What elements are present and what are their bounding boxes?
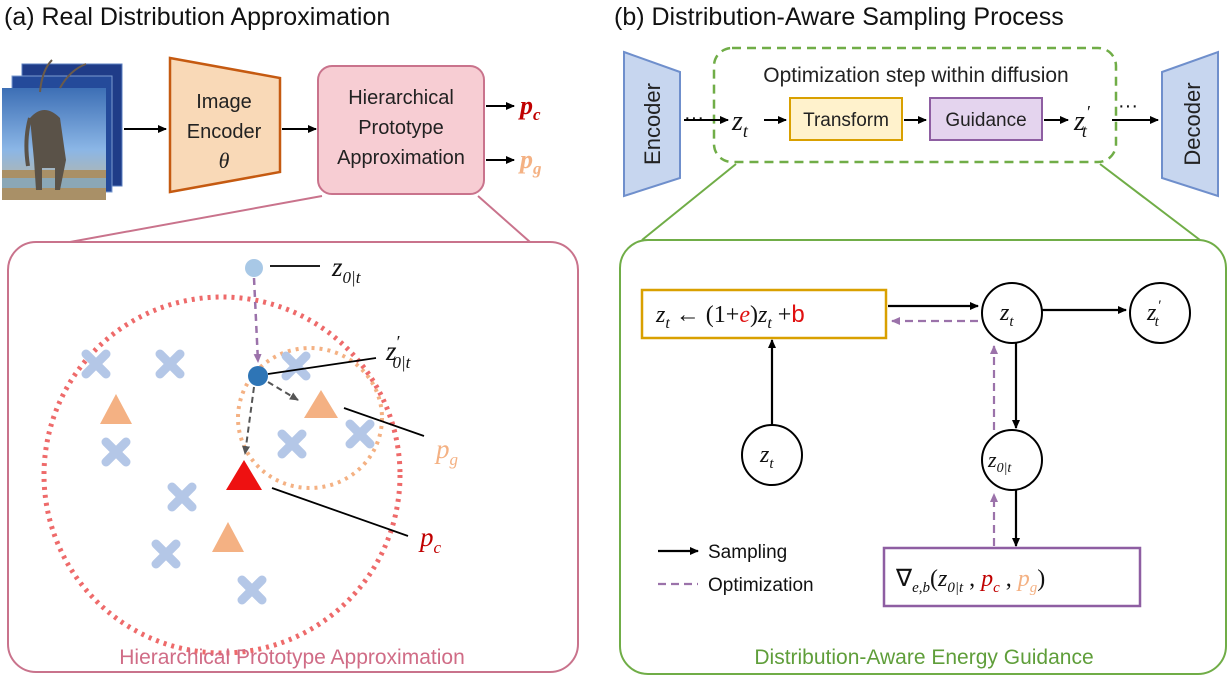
guidance-label: Guidance: [945, 110, 1026, 131]
image-encoder-block: [168, 56, 282, 194]
node-z0t-label: z0|t: [987, 447, 1012, 476]
cross-marker: [345, 419, 375, 449]
node-zt-prime: [1129, 282, 1191, 344]
zoom-line-right: [477, 195, 531, 243]
global-prototype-region: [41, 294, 403, 656]
hpa-detail-caption: Hierarchical Prototype Approximation: [119, 646, 465, 669]
guidance-block: [929, 97, 1043, 141]
legend-sampling-label: Sampling: [708, 542, 787, 563]
cross-marker: [167, 482, 197, 512]
z0t-prime-label: z′0|t: [385, 332, 412, 372]
prototype-triangle: [212, 522, 244, 552]
vae-decoder-block: [1161, 50, 1219, 198]
z0t-point: [245, 259, 263, 277]
image-encoder-label-1: Image: [196, 91, 252, 113]
transform-label: Transform: [803, 110, 889, 131]
sample-markers: [81, 349, 375, 605]
cross-marker: [237, 575, 267, 605]
legend-optimization-label: Optimization: [708, 575, 814, 596]
z0t-prime-point: [248, 366, 268, 386]
panel-a-title: (a) Real Distribution Approximation: [4, 3, 390, 31]
cross-marker: [277, 429, 307, 459]
optimization-step-caption: Optimization step within diffusion: [763, 64, 1068, 87]
transform-equation: zt ← (1+e)zt +b: [655, 301, 805, 332]
vae-encoder-label: Encoder: [640, 83, 665, 165]
node-zt-input: [741, 424, 803, 486]
cross-marker: [151, 539, 181, 569]
node-z0t: [981, 429, 1043, 491]
vae-encoder-block: [623, 50, 681, 198]
node-zt: [981, 282, 1043, 344]
prototype-triangle-pc: [226, 460, 262, 490]
input-image-stack: [2, 59, 123, 200]
cross-marker: [281, 351, 311, 381]
pg-annotation: pg: [434, 434, 458, 469]
hpa-label-3: Approximation: [337, 147, 465, 169]
cross-marker: [155, 349, 185, 379]
cross-marker: [81, 349, 111, 379]
optimization-step-box: [712, 46, 1118, 164]
cross-marker: [101, 437, 131, 467]
gradient-expression: ∇e,b(z0|t , pc , pg): [895, 566, 1045, 596]
hpa-label-1: Hierarchical: [348, 87, 454, 109]
prototype-triangle: [100, 394, 132, 424]
node-zt-prime-label: z′t: [1146, 298, 1161, 330]
panel-b-title: (b) Distribution-Aware Sampling Process: [614, 3, 1064, 31]
ellipsis-right: ···: [1118, 95, 1138, 117]
image-encoder-label-2: Encoder: [187, 121, 262, 143]
image-encoder-theta: θ: [219, 148, 230, 173]
gradient-box: [882, 546, 1142, 608]
pc-annotation: pc: [418, 522, 442, 557]
output-pc-label: pc: [518, 91, 541, 124]
prototype-triangle-pg: [304, 390, 338, 418]
hpa-detail-panel: [7, 241, 579, 673]
node-zt-input-label: zt: [759, 442, 774, 472]
node-zt-label: zt: [999, 300, 1014, 330]
zoom-line-left-b: [641, 163, 737, 241]
zoom-line-left: [69, 195, 323, 243]
ellipsis-left: ···: [684, 107, 704, 129]
hpa-label-2: Prototype: [358, 117, 444, 139]
local-prototype-region: [236, 346, 384, 490]
zoom-line-right-b: [1099, 163, 1201, 241]
zt-prime-label: z′t: [1073, 102, 1091, 141]
energy-guidance-caption: Distribution-Aware Energy Guidance: [754, 646, 1093, 669]
transform-block: [789, 97, 903, 141]
hpa-block: [317, 65, 485, 195]
zt-label: zt: [731, 106, 749, 141]
elephant-icon: [30, 110, 66, 190]
vae-decoder-label: Decoder: [1180, 82, 1205, 165]
output-pg-label: pg: [518, 145, 542, 178]
transform-equation-box: [640, 288, 888, 340]
z0t-label: z0|t: [331, 252, 362, 287]
